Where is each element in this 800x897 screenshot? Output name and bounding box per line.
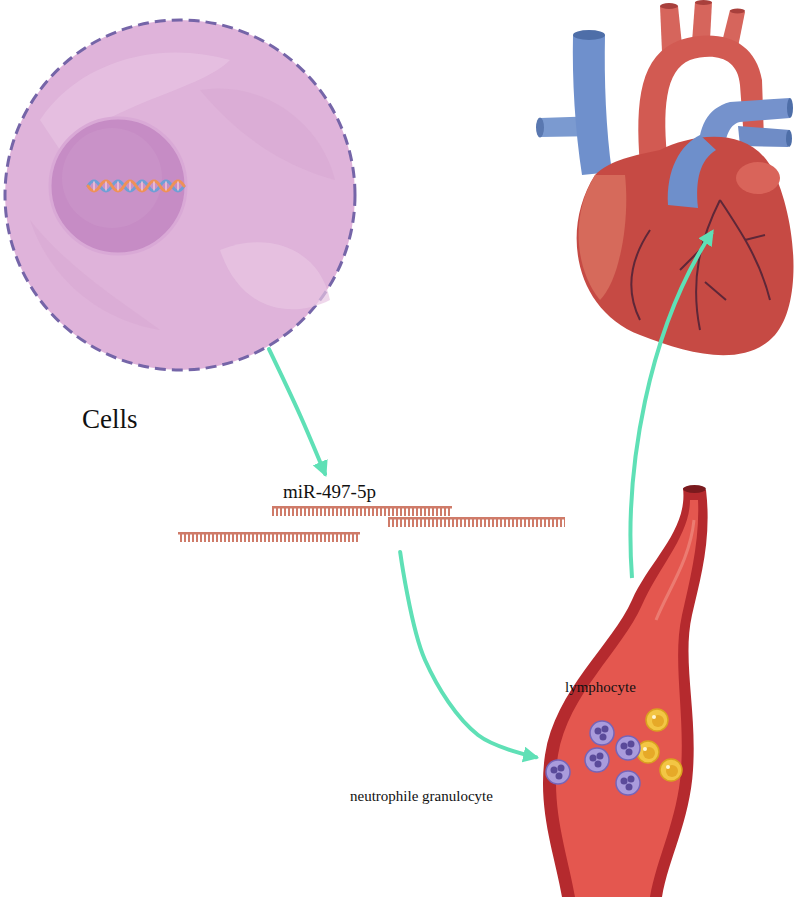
vessel-node: lymphocyteneutrophile granulocyte [540, 640, 700, 810]
dna-helix-part [94, 182, 178, 190]
flow-arrow [269, 349, 325, 474]
heart-illustration-part [573, 35, 612, 175]
lymphocyte-cells [637, 709, 682, 781]
cell-node: Cells [5, 20, 355, 370]
neutrophil-cells-part [626, 749, 633, 756]
neutrophil-cells-part [590, 755, 597, 762]
neutrophil-cells-part [602, 726, 609, 733]
lymphocyte-cells-part [646, 709, 668, 731]
heart-illustration-part [631, 200, 770, 330]
flow-arrow [400, 552, 536, 757]
neutrophil-cells-part [590, 721, 614, 745]
neutrophil-cells-part [556, 773, 563, 780]
mirna-strands [178, 506, 565, 542]
blood-vessel [543, 485, 708, 897]
lymphocyte-cells-part [637, 741, 659, 763]
neutrophil-cells-part [595, 761, 602, 768]
mirna-strands-part [388, 519, 565, 527]
cell-illustration [5, 20, 355, 370]
cell-illustration-part [62, 128, 162, 228]
dna-helix [88, 181, 184, 191]
cell-illustration-part [50, 118, 186, 254]
lymphocyte-cells-part [666, 765, 670, 769]
heart-illustration-part [660, 3, 678, 9]
node-label: neutrophile granulocyte [350, 788, 493, 805]
heart-illustration-part [736, 162, 780, 194]
blood-vessel-part [543, 488, 708, 897]
heart-illustration-part [786, 130, 792, 147]
node-label: Cells [82, 405, 138, 435]
mirna-strands-part [272, 508, 452, 516]
neutrophil-cells-part [546, 760, 570, 784]
heart-illustration-part [695, 0, 712, 5]
neutrophil-cells-part [628, 741, 635, 748]
cell-illustration-part [5, 20, 355, 370]
neutrophil-cells-part [558, 765, 565, 772]
lymphocyte-cells-part [652, 715, 664, 727]
heart-illustration-part [730, 9, 745, 14]
neutrophil-cells [546, 721, 640, 795]
mirna-strands-part [178, 534, 360, 542]
lymphocyte-cells-part [643, 747, 655, 759]
neutrophil-cells-part [621, 743, 628, 750]
neutrophil-cells-part [616, 771, 640, 795]
node-label: miR-497-5p [283, 482, 376, 503]
neutrophil-cells-part [628, 776, 635, 783]
heart-illustration-part [573, 30, 605, 40]
lymphocyte-cells-part [643, 747, 647, 751]
neutrophil-cells-part [621, 778, 628, 785]
neutrophil-cells-part [616, 736, 640, 760]
node-label: lymphocyte [565, 679, 636, 696]
heart-illustration [536, 0, 794, 355]
heart-illustration-part [787, 98, 793, 118]
blood-vessel-part [656, 520, 694, 620]
neutrophil-cells-part [597, 753, 604, 760]
cell-illustration-part [200, 88, 335, 180]
lymphocyte-cells-part [666, 765, 678, 777]
dna-helix-part [88, 181, 184, 191]
lymphocyte-cells-part [660, 759, 682, 781]
heart-illustration-part [536, 118, 544, 138]
lymphocyte-cells-part [652, 715, 656, 719]
dna-helix-part [88, 181, 184, 191]
neutrophil-cells-part [600, 734, 607, 741]
blood-vessel-part [556, 500, 698, 897]
mirna-node: miR-497-5p [175, 480, 570, 548]
neutrophil-cells-part [595, 728, 602, 735]
heart-illustration-part [668, 135, 716, 208]
cell-illustration-part [220, 242, 330, 309]
heart-illustration-part [579, 175, 627, 300]
neutrophil-cells-part [551, 767, 558, 774]
blood-vessel-part [683, 485, 706, 493]
neutrophil-cells-part [626, 784, 633, 791]
neutrophil-cells-part [585, 748, 609, 772]
flow-arrow [631, 232, 712, 578]
